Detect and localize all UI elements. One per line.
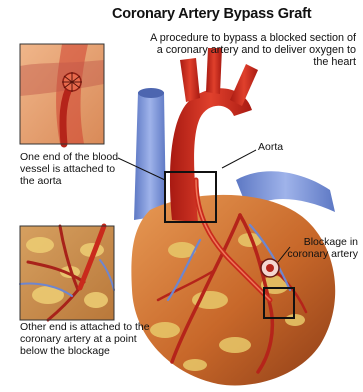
aortic-branch-3 [230, 64, 258, 106]
heart-illustration [131, 48, 335, 385]
diagram-title: Coronary Artery Bypass Graft [112, 6, 311, 22]
aorta-leader-line [222, 150, 256, 168]
bottom-inset-caption: Other end is attached to the coronary ar… [20, 321, 150, 357]
superior-vena-cava [134, 92, 166, 220]
heart-muscle [131, 195, 335, 386]
blockage-label: Blockage in coronary artery [286, 236, 358, 260]
bottom-inset [20, 226, 114, 320]
vena-cava-opening [138, 88, 164, 98]
top-inset [20, 44, 104, 144]
aorta-label: Aorta [258, 141, 283, 153]
diagram-subtitle: A procedure to bypass a blocked section … [146, 32, 356, 68]
top-inset-caption: One end of the blood vessel is attached … [20, 151, 125, 187]
